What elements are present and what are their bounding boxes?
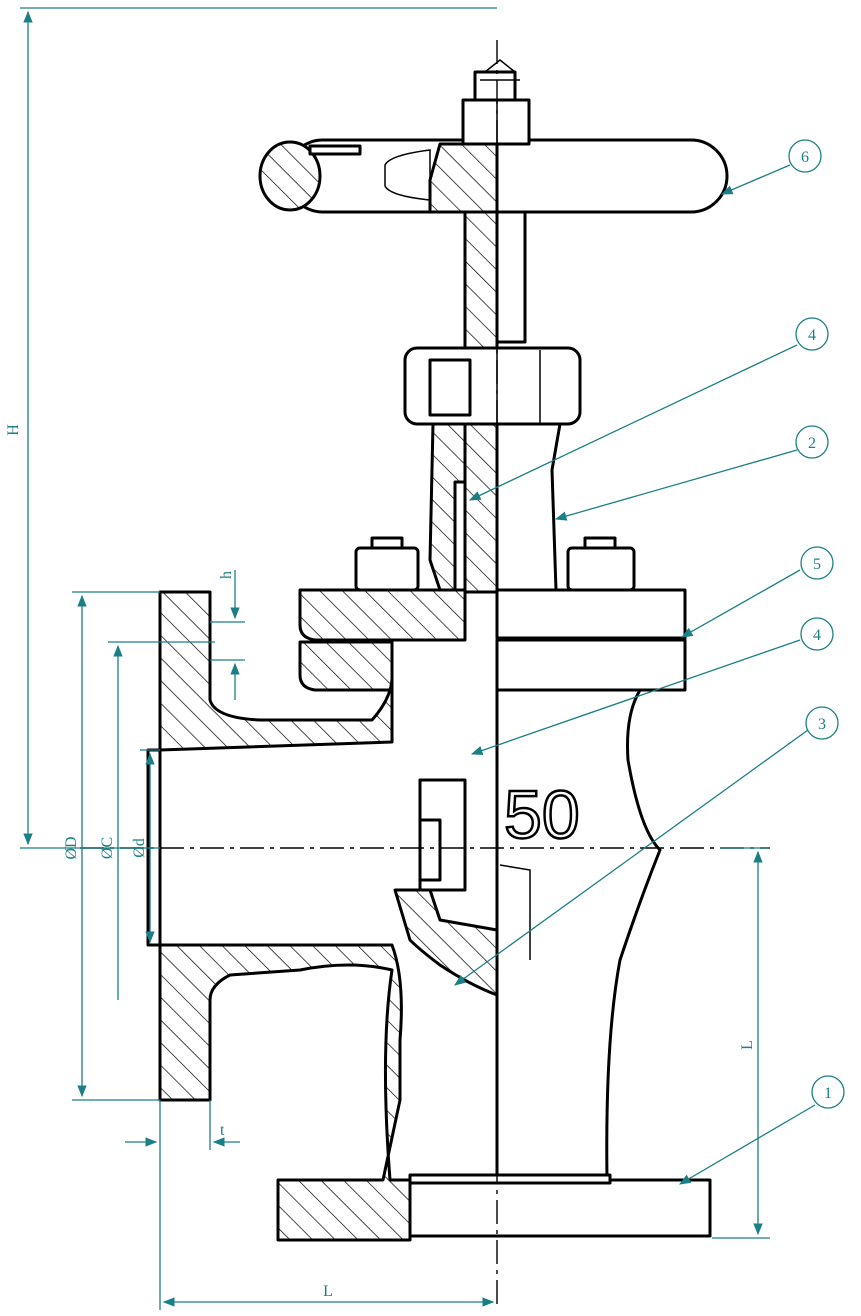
callout-leaders xyxy=(454,164,816,1185)
valve-body xyxy=(146,590,712,1242)
callout-4-lower: 4 xyxy=(800,617,834,651)
svg-text:1: 1 xyxy=(824,1085,832,1102)
svg-text:3: 3 xyxy=(818,716,826,733)
dim-label-L-vertical: L xyxy=(739,1040,756,1050)
dim-label-L-horizontal: L xyxy=(323,1283,333,1300)
callout-4-upper: 4 xyxy=(795,317,829,351)
dim-label-d: Ød xyxy=(131,838,148,858)
dim-label-H: H xyxy=(5,424,22,436)
callout-5: 5 xyxy=(800,546,834,580)
dim-label-t: t xyxy=(220,1122,225,1139)
callout-2: 2 xyxy=(795,425,829,459)
size-label: 50 xyxy=(504,777,580,853)
callout-3: 3 xyxy=(805,706,839,740)
svg-text:5: 5 xyxy=(813,556,821,573)
svg-text:4: 4 xyxy=(813,627,821,644)
stem-nut xyxy=(461,59,531,146)
callout-6: 6 xyxy=(788,139,822,173)
handwheel xyxy=(258,138,729,214)
svg-text:2: 2 xyxy=(808,435,816,452)
svg-text:6: 6 xyxy=(801,149,809,166)
bonnet-flange xyxy=(298,588,687,692)
dim-label-h: h xyxy=(218,571,235,579)
dim-label-C: ØC xyxy=(99,837,116,859)
gland-nut xyxy=(403,346,582,426)
callout-1: 1 xyxy=(811,1075,845,1109)
svg-text:4: 4 xyxy=(808,327,816,344)
dim-label-D: ØD xyxy=(63,836,80,859)
dimension-lines xyxy=(20,7,770,1310)
